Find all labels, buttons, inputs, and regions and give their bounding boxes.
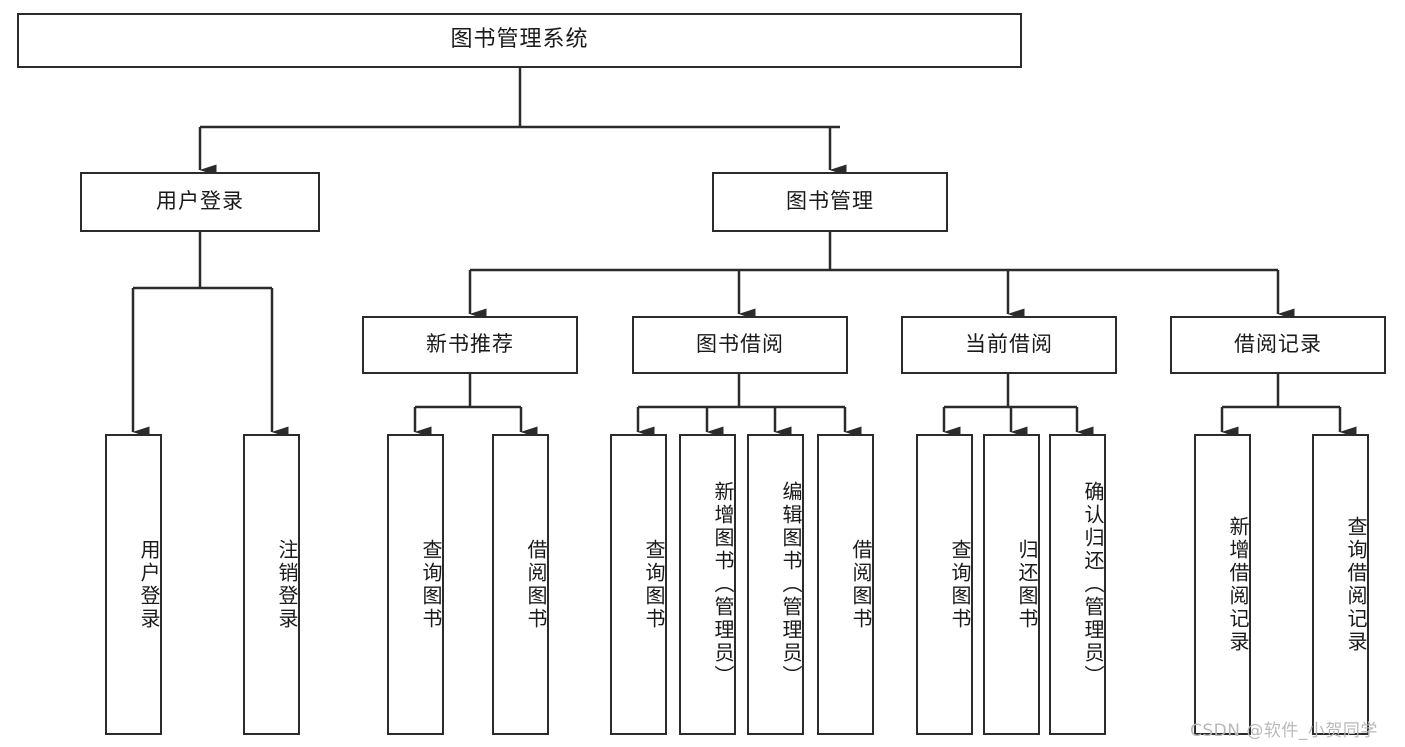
leaf-current-borrow-return-book[interactable]: 归还图书 bbox=[983, 434, 1040, 735]
node-user-login[interactable]: 用户登录 bbox=[80, 172, 320, 232]
leaf-label: 查询图书 bbox=[642, 538, 666, 631]
leaf-current-borrow-query-book[interactable]: 查询图书 bbox=[916, 434, 973, 735]
leaf-label: 新增借阅记录 bbox=[1226, 515, 1250, 654]
leaf-label: 查询借阅记录 bbox=[1344, 515, 1368, 654]
leaf-label: 用户登录 bbox=[137, 538, 161, 631]
leaf-label: 查询图书 bbox=[948, 538, 972, 631]
leaf-label: 注销登录 bbox=[275, 538, 299, 631]
leaf-label: 查询图书 bbox=[419, 538, 443, 631]
leaf-label: 新增图书（管理员） bbox=[711, 481, 735, 688]
new-book-to-leaf-connectors bbox=[413, 374, 538, 438]
node-current-borrow-label: 当前借阅 bbox=[965, 332, 1053, 357]
book-manage-to-level3-connectors bbox=[468, 232, 1295, 320]
leaf-label: 确认归还（管理员） bbox=[1081, 481, 1105, 688]
node-book-borrow[interactable]: 图书借阅 bbox=[632, 316, 848, 374]
current-borrow-to-leaf-connectors bbox=[942, 374, 1094, 438]
leaf-book-borrow-query-book[interactable]: 查询图书 bbox=[610, 434, 667, 735]
node-borrow-record-label: 借阅记录 bbox=[1234, 332, 1322, 357]
leaf-label: 借阅图书 bbox=[524, 538, 548, 631]
node-borrow-record[interactable]: 借阅记录 bbox=[1170, 316, 1386, 374]
node-new-book-recommend[interactable]: 新书推荐 bbox=[362, 316, 578, 374]
leaf-book-borrow-borrow-book[interactable]: 借阅图书 bbox=[817, 434, 874, 735]
leaf-user-login-logout[interactable]: 注销登录 bbox=[243, 434, 300, 735]
node-current-borrow[interactable]: 当前借阅 bbox=[901, 316, 1117, 374]
leaf-book-borrow-edit-book[interactable]: 编辑图书（管理员） bbox=[747, 434, 804, 735]
leaf-label: 借阅图书 bbox=[849, 538, 873, 631]
user-login-to-leaf-connectors bbox=[131, 232, 289, 438]
node-new-book-recommend-label: 新书推荐 bbox=[426, 332, 514, 357]
leaf-borrow-record-query-record[interactable]: 查询借阅记录 bbox=[1312, 434, 1369, 735]
leaf-new-book-query-book[interactable]: 查询图书 bbox=[387, 434, 444, 735]
node-book-management-label: 图书管理 bbox=[786, 189, 874, 214]
node-root-system[interactable]: 图书管理系统 bbox=[17, 13, 1022, 68]
node-root-label: 图书管理系统 bbox=[450, 27, 589, 53]
leaf-user-login-login[interactable]: 用户登录 bbox=[105, 434, 162, 735]
leaf-current-borrow-confirm-return[interactable]: 确认归还（管理员） bbox=[1049, 434, 1106, 735]
borrow-record-to-leaf-connectors bbox=[1220, 374, 1357, 438]
leaf-book-borrow-add-book[interactable]: 新增图书（管理员） bbox=[679, 434, 736, 735]
root-to-level2-connectors bbox=[198, 68, 847, 176]
leaf-label: 编辑图书（管理员） bbox=[779, 481, 803, 688]
book-borrow-to-leaf-connectors bbox=[636, 374, 862, 438]
node-user-login-label: 用户登录 bbox=[156, 189, 244, 214]
node-book-borrow-label: 图书借阅 bbox=[696, 332, 784, 357]
node-book-management[interactable]: 图书管理 bbox=[712, 172, 948, 232]
leaf-new-book-borrow-book[interactable]: 借阅图书 bbox=[492, 434, 549, 735]
leaf-label: 归还图书 bbox=[1015, 538, 1039, 631]
leaf-borrow-record-add-record[interactable]: 新增借阅记录 bbox=[1194, 434, 1251, 735]
